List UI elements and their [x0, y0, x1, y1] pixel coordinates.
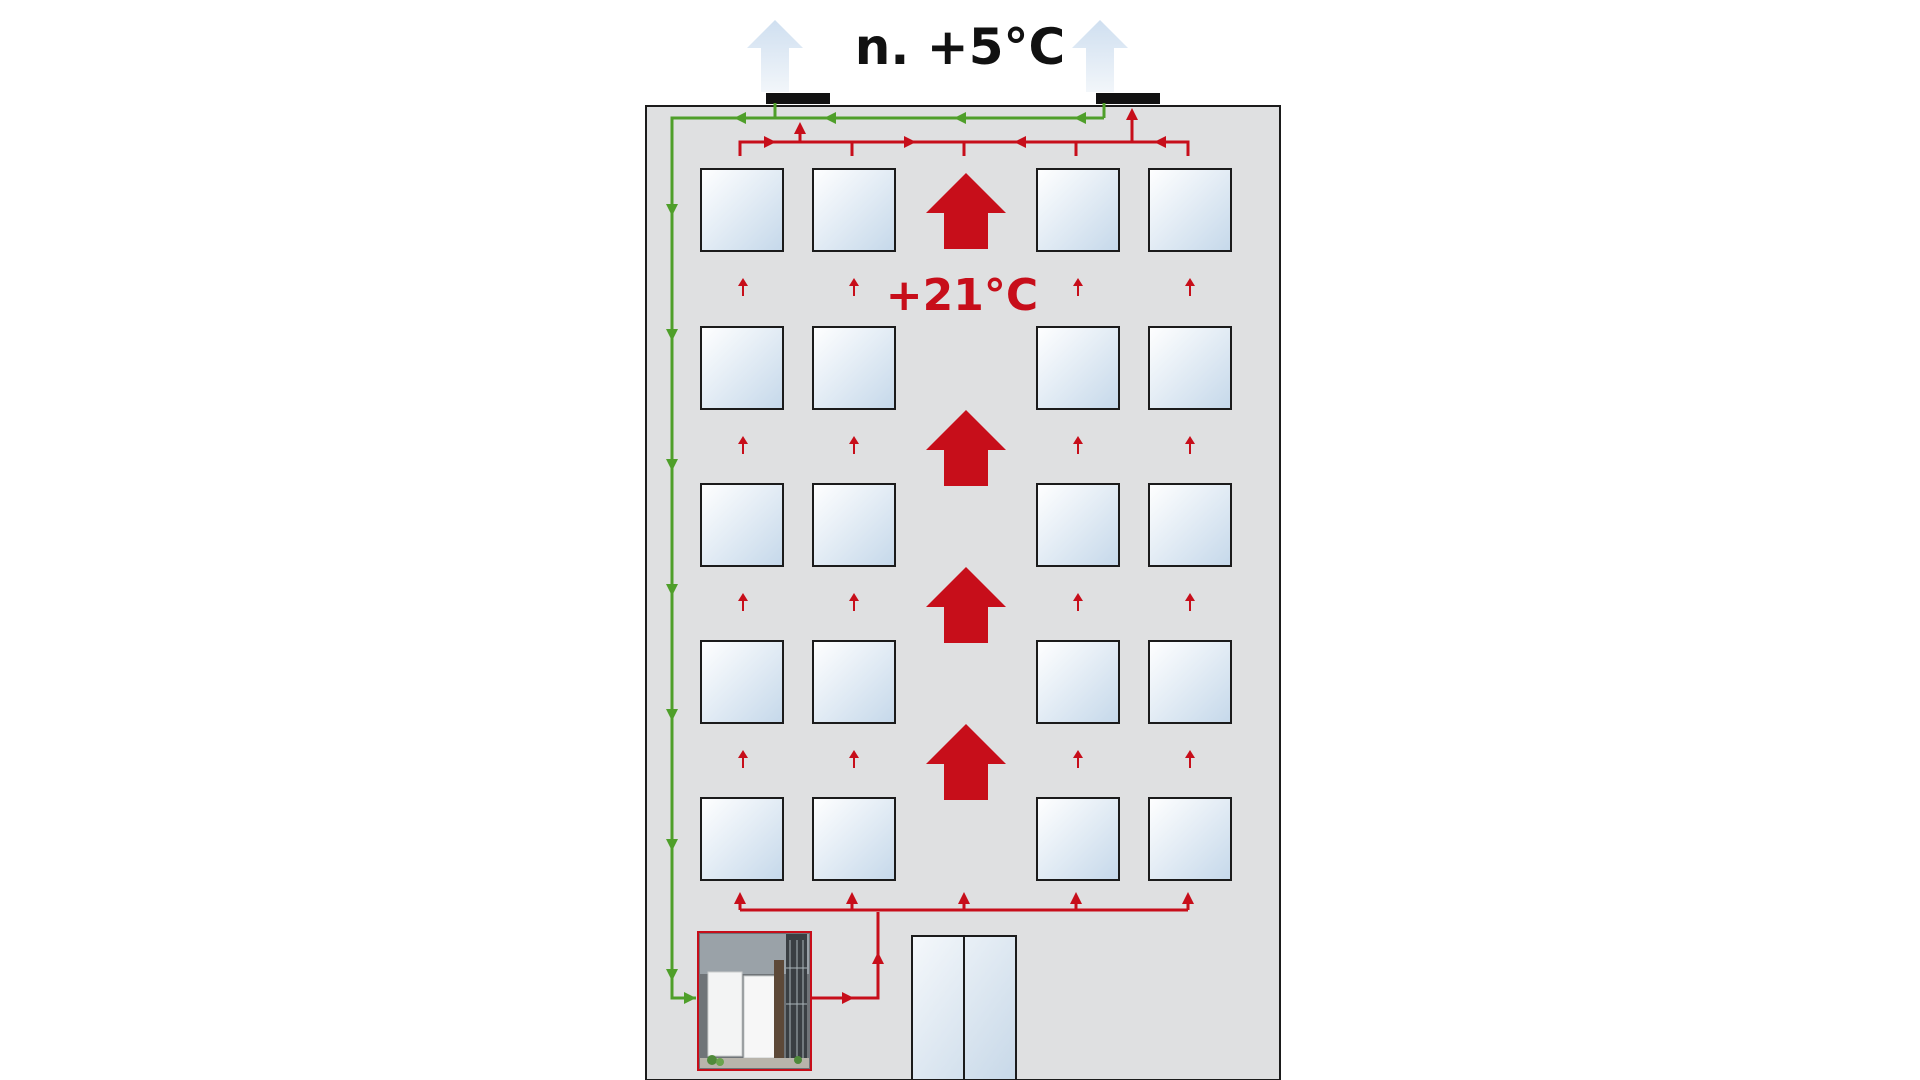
- flow-arrowhead: [842, 992, 854, 1004]
- up-arrow-icon: [926, 173, 1006, 249]
- roof-vent-right: [1096, 93, 1160, 104]
- up-arrow-icon: [1185, 278, 1195, 286]
- window-r3-c3: [1036, 483, 1120, 567]
- flow-arrowhead: [666, 584, 678, 596]
- window-r4-c1: [700, 640, 784, 724]
- warm-air-large-arrows: [926, 173, 1006, 800]
- up-arrow-icon: [1185, 436, 1195, 444]
- window-r3-c4: [1148, 483, 1232, 567]
- up-arrow-icon: [1073, 593, 1083, 601]
- flow-arrowhead: [954, 112, 966, 124]
- up-arrow-icon: [1073, 750, 1083, 758]
- window-r2-c1: [700, 326, 784, 410]
- up-arrow-icon: [1185, 750, 1195, 758]
- window-r3-c1: [700, 483, 784, 567]
- outside-temperature-label: n. +5°C: [855, 18, 1065, 76]
- window-grid: [700, 168, 1232, 881]
- window-r2-c3: [1036, 326, 1120, 410]
- flow-arrowhead: [872, 952, 884, 964]
- heat-pump-unit-icon: [697, 931, 812, 1071]
- up-arrow-icon: [738, 278, 748, 286]
- window-r1-c4: [1148, 168, 1232, 252]
- window-r4-c3: [1036, 640, 1120, 724]
- flow-arrowhead: [824, 112, 836, 124]
- up-arrow-icon: [849, 278, 859, 286]
- window-r1-c2: [812, 168, 896, 252]
- flow-arrowhead: [666, 709, 678, 721]
- up-arrow-icon: [738, 593, 748, 601]
- up-arrow-icon: [738, 750, 748, 758]
- flow-arrowhead: [1182, 892, 1194, 904]
- flow-arrowhead: [764, 136, 776, 148]
- window-r5-c4: [1148, 797, 1232, 881]
- up-arrow-icon: [1073, 436, 1083, 444]
- inside-temperature-label: +21°C: [886, 270, 1038, 321]
- flow-arrowhead: [1070, 892, 1082, 904]
- window-r5-c1: [700, 797, 784, 881]
- up-arrow-icon: [747, 20, 803, 92]
- flow-arrowhead: [1126, 108, 1138, 120]
- window-r5-c3: [1036, 797, 1120, 881]
- flow-arrowhead: [666, 969, 678, 981]
- window-r3-c2: [812, 483, 896, 567]
- window-r2-c4: [1148, 326, 1232, 410]
- flow-arrowhead: [734, 112, 746, 124]
- flow-arrowhead: [1014, 136, 1026, 148]
- window-r2-c2: [812, 326, 896, 410]
- flow-arrowhead: [1074, 112, 1086, 124]
- flow-arrowhead: [734, 892, 746, 904]
- flow-arrowhead: [958, 892, 970, 904]
- outside-air-arrows: [747, 20, 1128, 92]
- flow-arrowhead: [1154, 136, 1166, 148]
- flow-arrowhead: [666, 204, 678, 216]
- flow-arrowhead: [904, 136, 916, 148]
- up-arrow-icon: [926, 567, 1006, 643]
- flow-arrowhead: [666, 459, 678, 471]
- window-r1-c1: [700, 168, 784, 252]
- flow-arrowhead: [684, 992, 696, 1004]
- up-arrow-icon: [1073, 278, 1083, 286]
- flow-arrowhead: [666, 839, 678, 851]
- flow-arrowhead: [666, 329, 678, 341]
- up-arrow-icon: [849, 436, 859, 444]
- window-r5-c2: [812, 797, 896, 881]
- up-arrow-icon: [1185, 593, 1195, 601]
- window-r4-c2: [812, 640, 896, 724]
- up-arrow-icon: [926, 724, 1006, 800]
- window-r1-c3: [1036, 168, 1120, 252]
- up-arrow-icon: [926, 410, 1006, 486]
- roof-vent-left: [766, 93, 830, 104]
- up-arrow-icon: [849, 750, 859, 758]
- exhaust-air-duct: [666, 103, 1106, 1004]
- warm-air-small-arrows: [738, 278, 1195, 768]
- flow-arrowhead: [794, 122, 806, 134]
- entrance-door: [911, 935, 1017, 1080]
- window-r4-c4: [1148, 640, 1232, 724]
- up-arrow-icon: [1072, 20, 1128, 92]
- up-arrow-icon: [738, 436, 748, 444]
- up-arrow-icon: [849, 593, 859, 601]
- flow-arrowhead: [846, 892, 858, 904]
- warm-air-duct: [734, 108, 1194, 1004]
